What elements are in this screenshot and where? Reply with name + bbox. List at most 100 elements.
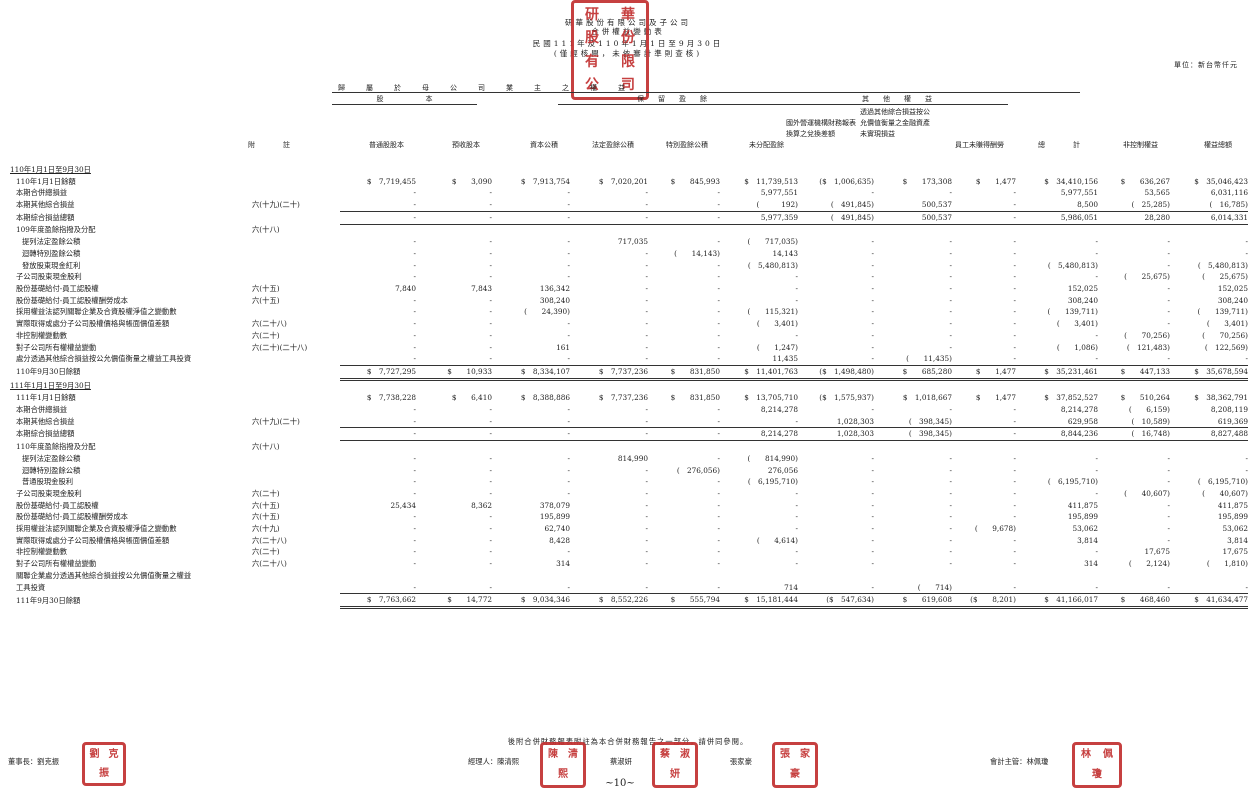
amount-cell: - [489,342,492,352]
amount-cell: 619,369 [1170,415,1248,429]
amount-cell: ( 6,195,710) [747,477,798,487]
amount-cell [798,441,874,453]
amount-cell: - [871,272,874,282]
amount-cell [1016,379,1098,392]
row-label: 採用權益法認列關聯企業及合資股權淨值之變動數 [16,307,177,317]
amount-cell: ( 11,435) [874,353,952,366]
amount-cell: $ 8,334,107 [492,365,570,381]
amount-cell: ( 6,195,710) [1047,477,1098,487]
amount-cell: - [871,512,874,522]
amount-cell: - [567,330,570,340]
amount-cell: - [645,535,648,545]
header-fvoci: 透過其他綜合損益按公允價值衡量之金融資產未實現損益 [860,108,930,138]
amount-cell: - [645,272,648,282]
amount-cell: 136,342 [539,284,570,294]
amount-cell [1098,441,1170,453]
amount-cell: - [1167,295,1170,305]
amount-cell: - [489,465,492,475]
amount-cell: - [645,295,648,305]
table-row: 工具投資-----714-( 714)---- [10,581,1248,595]
header-employee-comp: 員工未賺得酬勞 [955,141,1004,149]
amount-cell: $ 173,308 [902,176,952,186]
amount-cell: - [645,465,648,475]
amount-cell: - [1016,581,1098,595]
amount-cell: - [798,581,874,595]
amount-cell: - [489,524,492,534]
manager-seal-image: 陳 清 熙 [540,742,586,788]
row-note: 六(二十) [252,547,280,557]
amount-cell: 53,062 [1072,524,1098,534]
amount-cell: - [413,405,416,415]
amount-cell: $ 636,267 [1120,176,1170,186]
amount-cell: - [413,547,416,557]
row-note [252,306,340,318]
amount-cell: - [717,524,720,534]
amount-cell: ( 9,678) [974,524,1016,534]
amount-cell: ( 6,195,710) [1197,477,1248,487]
amount-cell: - [1245,237,1248,247]
unit-label: 單位：新台幣仟元 [1174,61,1238,69]
amount-cell [1016,570,1098,582]
header-advance-receipts: 預收股本 [452,141,480,149]
amount-cell: - [340,415,416,429]
amount-cell: ( 1,086) [1056,342,1098,352]
amount-cell: $ 447,133 [1098,365,1170,381]
amount-cell: - [489,307,492,317]
amount-cell: - [340,199,416,212]
seal-char: 熙 [558,769,568,780]
amount-cell: ( 121,483) [1126,342,1170,352]
amount-cell: - [871,488,874,498]
row-note: 六(二十) [252,488,280,498]
row-label: 111年1月1日餘額 [16,393,76,403]
amount-cell: - [567,319,570,329]
amount-cell: - [1013,260,1016,270]
amount-cell: $ 10,933 [416,365,492,381]
amount-cell: - [949,260,952,270]
amount-cell: - [413,535,416,545]
amount-cell: - [717,295,720,305]
amount-cell: $ 619,608 [874,593,952,609]
amount-cell: 17,675 [1144,547,1170,557]
header-parent-equity: 歸 屬 於 母 公 司 業 主 之 權 益 [338,84,625,92]
row-note: 六(二十八) [252,535,287,545]
header-capital-surplus: 資本公積 [530,141,558,149]
amount-cell: ( 714) [874,581,952,595]
amount-cell: - [416,353,492,366]
amount-cell: - [492,581,570,595]
amount-cell: 8,844,236 [1016,427,1098,442]
row-note: 六(十五) [252,500,280,510]
amount-cell: - [1013,307,1016,317]
seal-char: 公 [585,77,599,94]
amount-cell: - [795,295,798,305]
amount-cell: 6,014,331 [1170,211,1248,225]
amount-cell: - [952,211,1016,225]
amount-cell: - [717,307,720,317]
amount-cell: 152,025 [1067,284,1098,294]
amount-cell: - [1245,465,1248,475]
amount-cell: 17,675 [1222,547,1248,557]
row-note [252,476,340,488]
seal-char: 司 [621,77,635,94]
amount-cell: - [413,295,416,305]
amount-cell: 5,977,551 [760,188,798,198]
row-label: 股份基礎給付-員工認股權 [16,284,99,294]
amount-cell [340,379,416,392]
amount-cell: 1,028,303 [798,415,874,429]
amount-cell [798,164,874,176]
amount-cell [874,224,952,236]
table-row: 處分透過其他綜合損益按公允價值衡量之權益工具投資-----11,435-( 11… [10,353,1248,366]
amount-cell: - [413,524,416,534]
table-row: 對子公司所有權權益變動六(二十)(二十八)--161--( 1,247)---(… [10,342,1248,354]
amount-cell: $ 41,166,017 [1016,593,1098,609]
amount-cell: - [1167,284,1170,294]
row-note: 六(二十八) [252,559,287,569]
amount-cell: - [949,535,952,545]
amount-cell: 8,827,488 [1170,427,1248,442]
amount-cell: - [1170,581,1248,595]
amount-cell: - [645,319,648,329]
amount-cell: 500,537 [874,199,952,212]
amount-cell: - [567,477,570,487]
